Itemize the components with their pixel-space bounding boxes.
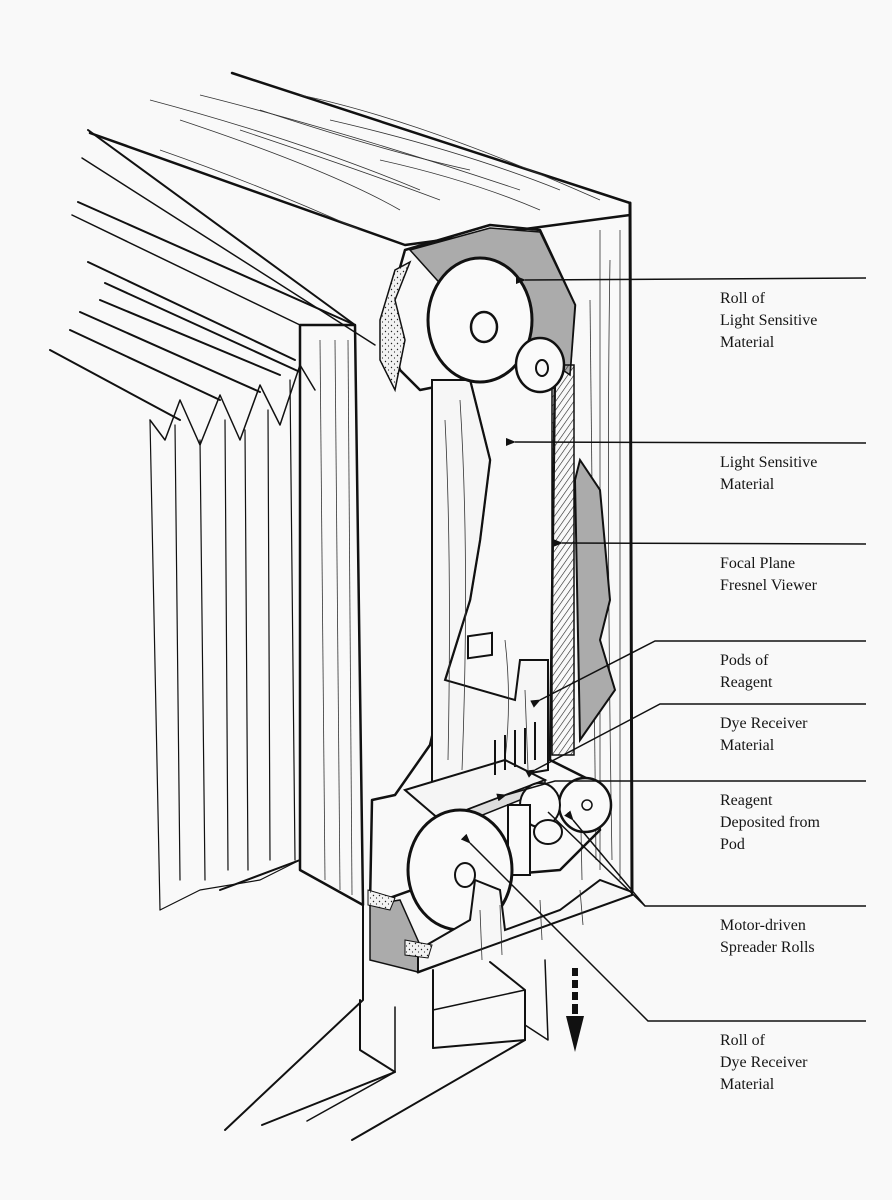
callout-light-sensitive-material: Light Sensitive Material [720, 452, 817, 496]
dye-receiver-roll [367, 808, 633, 974]
callout-line: Light Sensitive [720, 312, 818, 329]
front-frame [219, 323, 365, 1131]
callout-roll-dye-receiver: Roll of Dye Receiver Material [720, 1030, 808, 1096]
camera-base [261, 959, 549, 1141]
callout-pods-of-reagent: Pods of Reagent [720, 650, 772, 694]
callout-line: Pods of [720, 652, 769, 669]
callout-line: Spreader Rolls [720, 939, 815, 956]
output-direction-arrow [566, 968, 584, 1052]
callout-line: Pod [720, 836, 745, 853]
leader-roll-dye-receiver [460, 833, 866, 1022]
spreader-rolls [507, 776, 613, 876]
callout-line: Motor-driven [720, 917, 806, 934]
callout-line: Roll of [720, 290, 765, 307]
callout-line: Reagent [720, 674, 773, 691]
callout-line: Material [720, 737, 775, 754]
leader-dye-receiver [525, 703, 866, 778]
leader-pods-of-reagent [530, 640, 866, 708]
callout-line: Deposited from [720, 814, 820, 831]
callout-line: Fresnel Viewer [720, 577, 817, 594]
callout-spreader-rolls: Motor-driven Spreader Rolls [720, 915, 815, 959]
leader-reagent-deposited [496, 780, 866, 802]
callout-line: Material [720, 1076, 775, 1093]
callout-line: Light Sensitive [720, 454, 818, 471]
callout-line: Roll of [720, 1032, 765, 1049]
callout-line: Focal Plane [720, 555, 796, 572]
foam-edge [379, 260, 412, 393]
leader-fresnel-viewer [552, 538, 867, 547]
callout-line: Material [720, 334, 775, 351]
leader-light-sensitive-material [505, 437, 867, 446]
callout-line: Dye Receiver [720, 715, 808, 732]
callout-roll-light-sensitive: Roll of Light Sensitive Material [720, 288, 817, 354]
callout-dye-receiver-material: Dye Receiver Material [720, 713, 808, 757]
callout-line: Material [720, 476, 775, 493]
leader-lines [460, 276, 867, 1022]
callout-reagent-deposited: Reagent Deposited from Pod [720, 790, 820, 856]
light-sensitive-roll [426, 256, 566, 394]
bellows [49, 129, 376, 911]
leader-roll-light-sensitive [515, 276, 867, 285]
callout-line: Reagent [720, 792, 773, 809]
callout-line: Dye Receiver [720, 1054, 808, 1071]
leader-spreader-rolls-b [547, 811, 646, 907]
callout-fresnel-viewer: Focal Plane Fresnel Viewer [720, 553, 817, 597]
